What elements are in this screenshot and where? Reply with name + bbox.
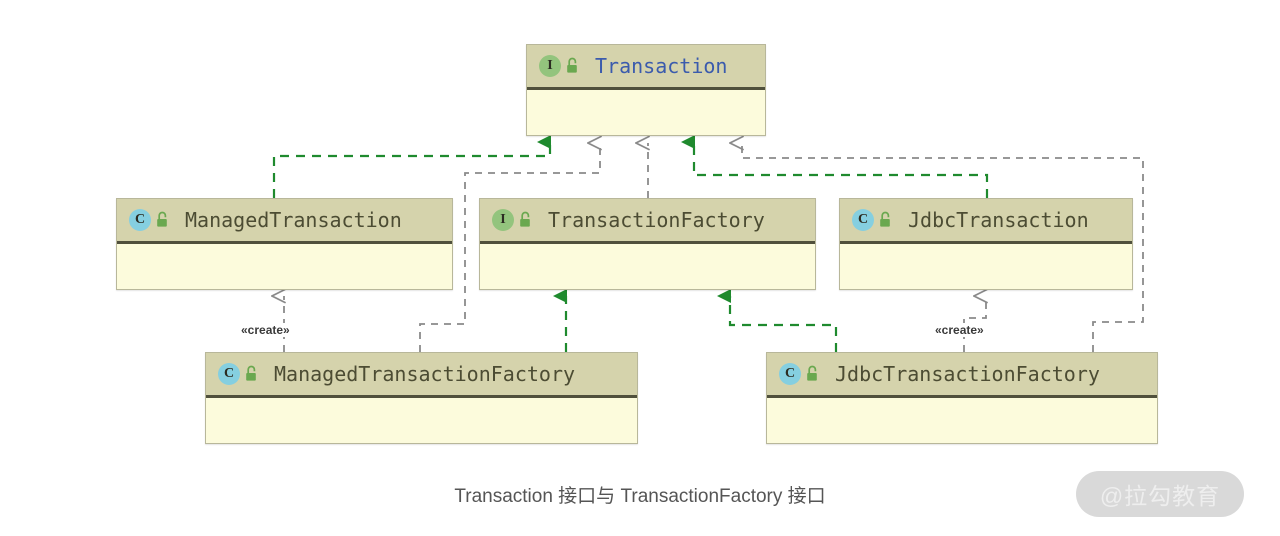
uml-class-box-transaction[interactable]: I Transaction	[526, 44, 766, 136]
uml-header-jdbc-transaction-factory: C JdbcTransactionFactory	[767, 353, 1157, 398]
watermark-badge: @拉勾教育	[1076, 471, 1244, 517]
uml-members-compartment-managed-transaction	[117, 244, 452, 288]
uml-header-transaction-factory: I TransactionFactory	[480, 199, 815, 244]
edge-jdbc-transaction-factory-implements-transaction-factory	[717, 289, 838, 352]
edge-label-managed-transaction-factory-creates-managed-transaction: «create»	[240, 323, 291, 337]
uml-header-jdbc-transaction: C JdbcTransaction	[840, 199, 1132, 244]
unlock-icon-jdbc-transaction-factory	[805, 365, 821, 383]
diagram-caption: Transaction 接口与 TransactionFactory 接口	[454, 486, 826, 507]
unlock-icon-jdbc-transaction	[878, 211, 894, 229]
unlock-icon-managed-transaction-factory	[244, 365, 260, 383]
uml-members-compartment-transaction-factory	[480, 244, 815, 288]
interface-icon-transaction: I	[539, 55, 561, 77]
edge-label-jdbc-transaction-factory-creates-jdbc-transaction: «create»	[934, 323, 985, 337]
unlock-icon-managed-transaction	[155, 211, 171, 229]
class-icon-jdbc-transaction: C	[852, 209, 874, 231]
uml-class-name-transaction: Transaction	[595, 54, 728, 78]
uml-class-name-jdbc-transaction: JdbcTransaction	[908, 208, 1089, 232]
uml-members-compartment-jdbc-transaction-factory	[767, 398, 1157, 442]
class-icon-managed-transaction-factory: C	[218, 363, 240, 385]
uml-members-compartment-managed-transaction-factory	[206, 398, 637, 442]
uml-class-box-managed-transaction-factory[interactable]: C ManagedTransactionFactory	[205, 352, 638, 444]
uml-members-compartment-jdbc-transaction	[840, 244, 1132, 288]
uml-members-compartment-transaction	[527, 90, 765, 134]
edge-jdbc-transaction-implements-transaction	[681, 135, 989, 198]
uml-class-box-transaction-factory[interactable]: I TransactionFactory	[479, 198, 816, 290]
uml-class-name-transaction-factory: TransactionFactory	[548, 208, 765, 232]
unlock-icon-transaction-factory	[518, 211, 534, 229]
uml-class-name-jdbc-transaction-factory: JdbcTransactionFactory	[835, 362, 1100, 386]
interface-icon-transaction-factory: I	[492, 209, 514, 231]
uml-class-box-managed-transaction[interactable]: C ManagedTransaction	[116, 198, 453, 290]
uml-header-managed-transaction: C ManagedTransaction	[117, 199, 452, 244]
uml-class-box-jdbc-transaction[interactable]: C JdbcTransaction	[839, 198, 1133, 290]
uml-header-transaction: I Transaction	[527, 45, 765, 90]
uml-class-name-managed-transaction: ManagedTransaction	[185, 208, 402, 232]
unlock-icon-transaction	[565, 57, 581, 75]
class-icon-jdbc-transaction-factory: C	[779, 363, 801, 385]
class-icon-managed-transaction: C	[129, 209, 151, 231]
edge-managed-transaction-implements-transaction	[272, 135, 552, 198]
uml-class-name-managed-transaction-factory: ManagedTransactionFactory	[274, 362, 576, 386]
uml-class-box-jdbc-transaction-factory[interactable]: C JdbcTransactionFactory	[766, 352, 1158, 444]
uml-header-managed-transaction-factory: C ManagedTransactionFactory	[206, 353, 637, 398]
